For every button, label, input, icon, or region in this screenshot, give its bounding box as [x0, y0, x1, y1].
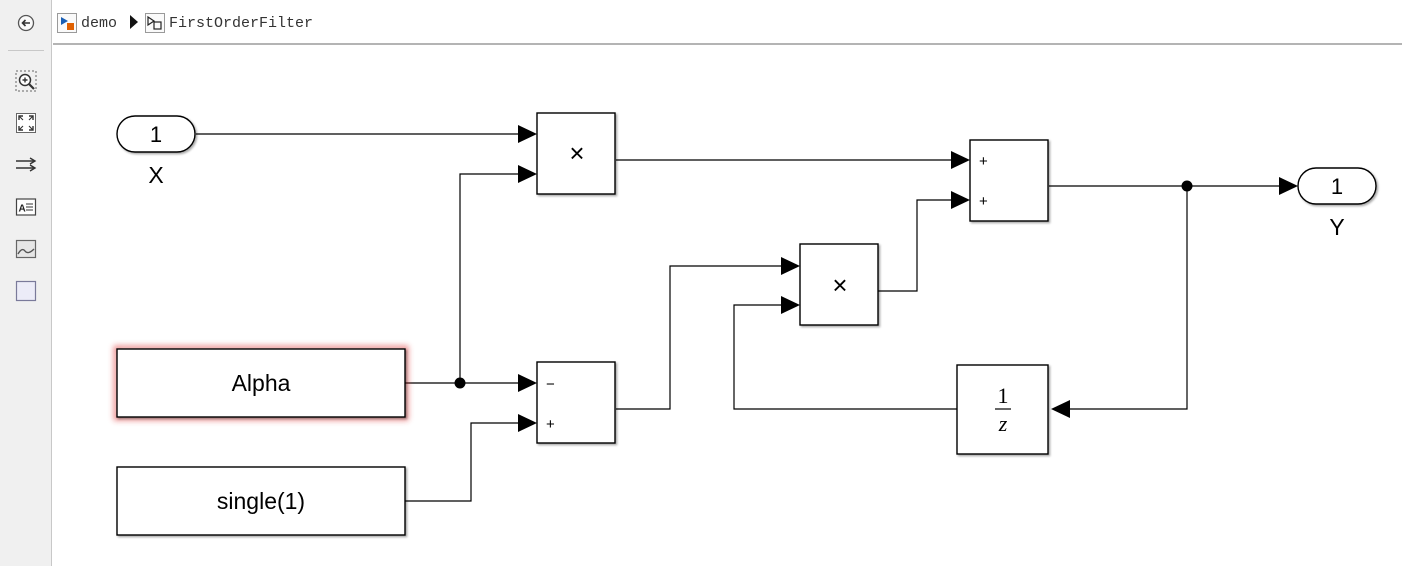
annotation-icon[interactable]: A [14, 195, 38, 219]
inport-name: X [148, 162, 163, 188]
image-icon[interactable] [14, 237, 38, 261]
arrowhead [518, 414, 537, 432]
outport-name: Y [1329, 214, 1344, 240]
unit-delay-block[interactable]: 1 z [956, 364, 1049, 455]
product-block-1[interactable]: × [536, 112, 616, 195]
sum-shape [969, 139, 1049, 222]
inport-number: 1 [150, 122, 162, 147]
subsystem-icon [145, 13, 165, 33]
signal-alpha-to-product1[interactable] [459, 173, 518, 383]
block-diagram-canvas[interactable]: 1 X 1 Y Alpha single(1) × − + [53, 45, 1402, 566]
sum-block-add[interactable]: + + [969, 139, 1049, 222]
arrowhead [951, 191, 970, 209]
sum-block-subtract[interactable]: − + [536, 361, 616, 444]
fit-view-icon[interactable] [14, 111, 38, 135]
product-shape [536, 112, 616, 195]
palette-divider [8, 50, 44, 51]
arrowhead [518, 165, 537, 183]
constant-value: Alpha [232, 370, 291, 396]
navigate-up-icon[interactable] [14, 11, 38, 35]
unit-delay-numerator: 1 [998, 383, 1009, 408]
sum-sign-plus: + [546, 416, 555, 433]
signal-lines [196, 133, 1279, 502]
constant-block-alpha[interactable]: Alpha [113, 345, 409, 421]
product-shape [799, 243, 879, 326]
tool-palette: A [0, 0, 52, 566]
signal-one-to-sum1[interactable] [405, 422, 518, 502]
breadcrumb-label: FirstOrderFilter [169, 14, 314, 32]
outport-number: 1 [1331, 174, 1343, 199]
constant-shape [116, 466, 406, 536]
arrowhead [518, 374, 537, 392]
signal-product2-to-sum2[interactable] [878, 199, 951, 292]
product-block-2[interactable]: × [799, 243, 879, 326]
sum-sign-plus: + [979, 153, 988, 170]
sum-shape [536, 361, 616, 444]
outport-shape [1297, 167, 1377, 205]
model-icon [57, 13, 77, 33]
arrowhead [518, 125, 537, 143]
constant-block-one[interactable]: single(1) [116, 466, 406, 536]
signal-arrowheads [518, 125, 1298, 432]
area-icon[interactable] [14, 279, 38, 303]
selection-glow [113, 345, 409, 421]
signal-feedback-to-delay[interactable] [1070, 186, 1188, 410]
arrowhead [1051, 400, 1070, 418]
zoom-icon[interactable] [14, 69, 38, 93]
block-diagram: 1 X 1 Y Alpha single(1) × − + [113, 112, 1377, 536]
constant-shape [116, 348, 406, 418]
arrowhead [781, 257, 800, 275]
arrowhead [781, 296, 800, 314]
svg-text:A: A [19, 204, 26, 215]
inport-block-x[interactable]: 1 X [116, 115, 196, 188]
arrowhead [1279, 177, 1298, 195]
constant-value: single(1) [217, 488, 305, 514]
breadcrumb-item-firstorderfilter[interactable]: FirstOrderFilter [145, 12, 313, 34]
signal-lines-icon[interactable] [14, 153, 38, 177]
breadcrumb-separator-icon [130, 15, 138, 29]
sum-sign-plus: + [979, 193, 988, 210]
product-symbol: × [569, 138, 584, 168]
signal-delay-to-product2[interactable] [733, 304, 957, 410]
branch-point-alpha [454, 377, 466, 389]
outport-block-y[interactable]: 1 Y [1297, 167, 1377, 240]
signal-sum1-to-product2[interactable] [616, 265, 781, 410]
sum-sign-minus: − [546, 376, 555, 393]
arrowhead [951, 151, 970, 169]
breadcrumb-label: demo [81, 14, 118, 32]
product-symbol: × [832, 270, 847, 300]
breadcrumb-item-demo[interactable]: demo [57, 12, 117, 34]
branch-point-output [1181, 180, 1193, 192]
inport-shape [116, 115, 196, 153]
breadcrumb: demo FirstOrderFilter [53, 0, 1402, 45]
unit-delay-denominator: z [998, 411, 1008, 436]
